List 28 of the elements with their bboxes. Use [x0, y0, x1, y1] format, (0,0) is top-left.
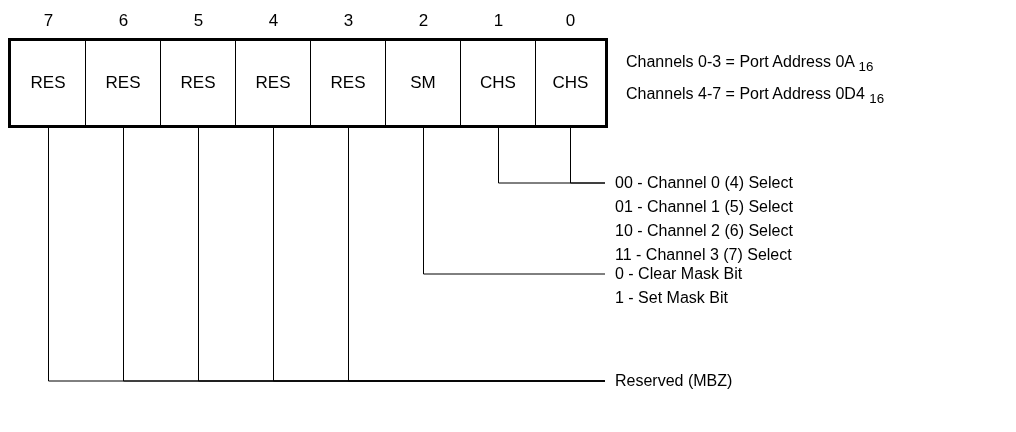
bit-description: 1 - Set Mask Bit [615, 288, 729, 308]
bit-description: 00 - Channel 0 (4) Select [615, 173, 793, 193]
bit-number: 2 [417, 11, 430, 31]
bit-number: 5 [192, 11, 205, 31]
bit-description: 11 - Channel 3 (7) Select [615, 245, 793, 265]
bit-number: 3 [342, 11, 355, 31]
bit-field-cell: RES [311, 41, 386, 125]
bit-field-cell: RES [236, 41, 311, 125]
bit-field-cell: CHS [461, 41, 536, 125]
bit-description: 01 - Channel 1 (5) Select [615, 197, 793, 217]
bit-number: 7 [42, 11, 55, 31]
leader-line [423, 127, 606, 275]
leader-line [570, 127, 606, 184]
bit-field-cell: SM [386, 41, 461, 125]
bit-number: 1 [492, 11, 505, 31]
bit-field-cell: RES [11, 41, 86, 125]
bit-field-cell: RES [161, 41, 236, 125]
bit-number: 4 [267, 11, 280, 31]
bit-number: 0 [564, 11, 577, 31]
leader-line [348, 127, 606, 382]
port-address-note: Channels 0-3 = Port Address 0A $_{16}$ [626, 52, 874, 77]
port-address-note: Channels 4-7 = Port Address 0D4 $_{16}$ [626, 84, 885, 109]
bit-number: 6 [117, 11, 130, 31]
bit-field-cell: CHS [536, 41, 605, 125]
bit-description: 0 - Clear Mask Bit [615, 264, 743, 284]
bit-field-cell: RES [86, 41, 161, 125]
bit-description: 10 - Channel 2 (6) Select [615, 221, 793, 241]
bit-description: Reserved (MBZ) [615, 371, 733, 391]
